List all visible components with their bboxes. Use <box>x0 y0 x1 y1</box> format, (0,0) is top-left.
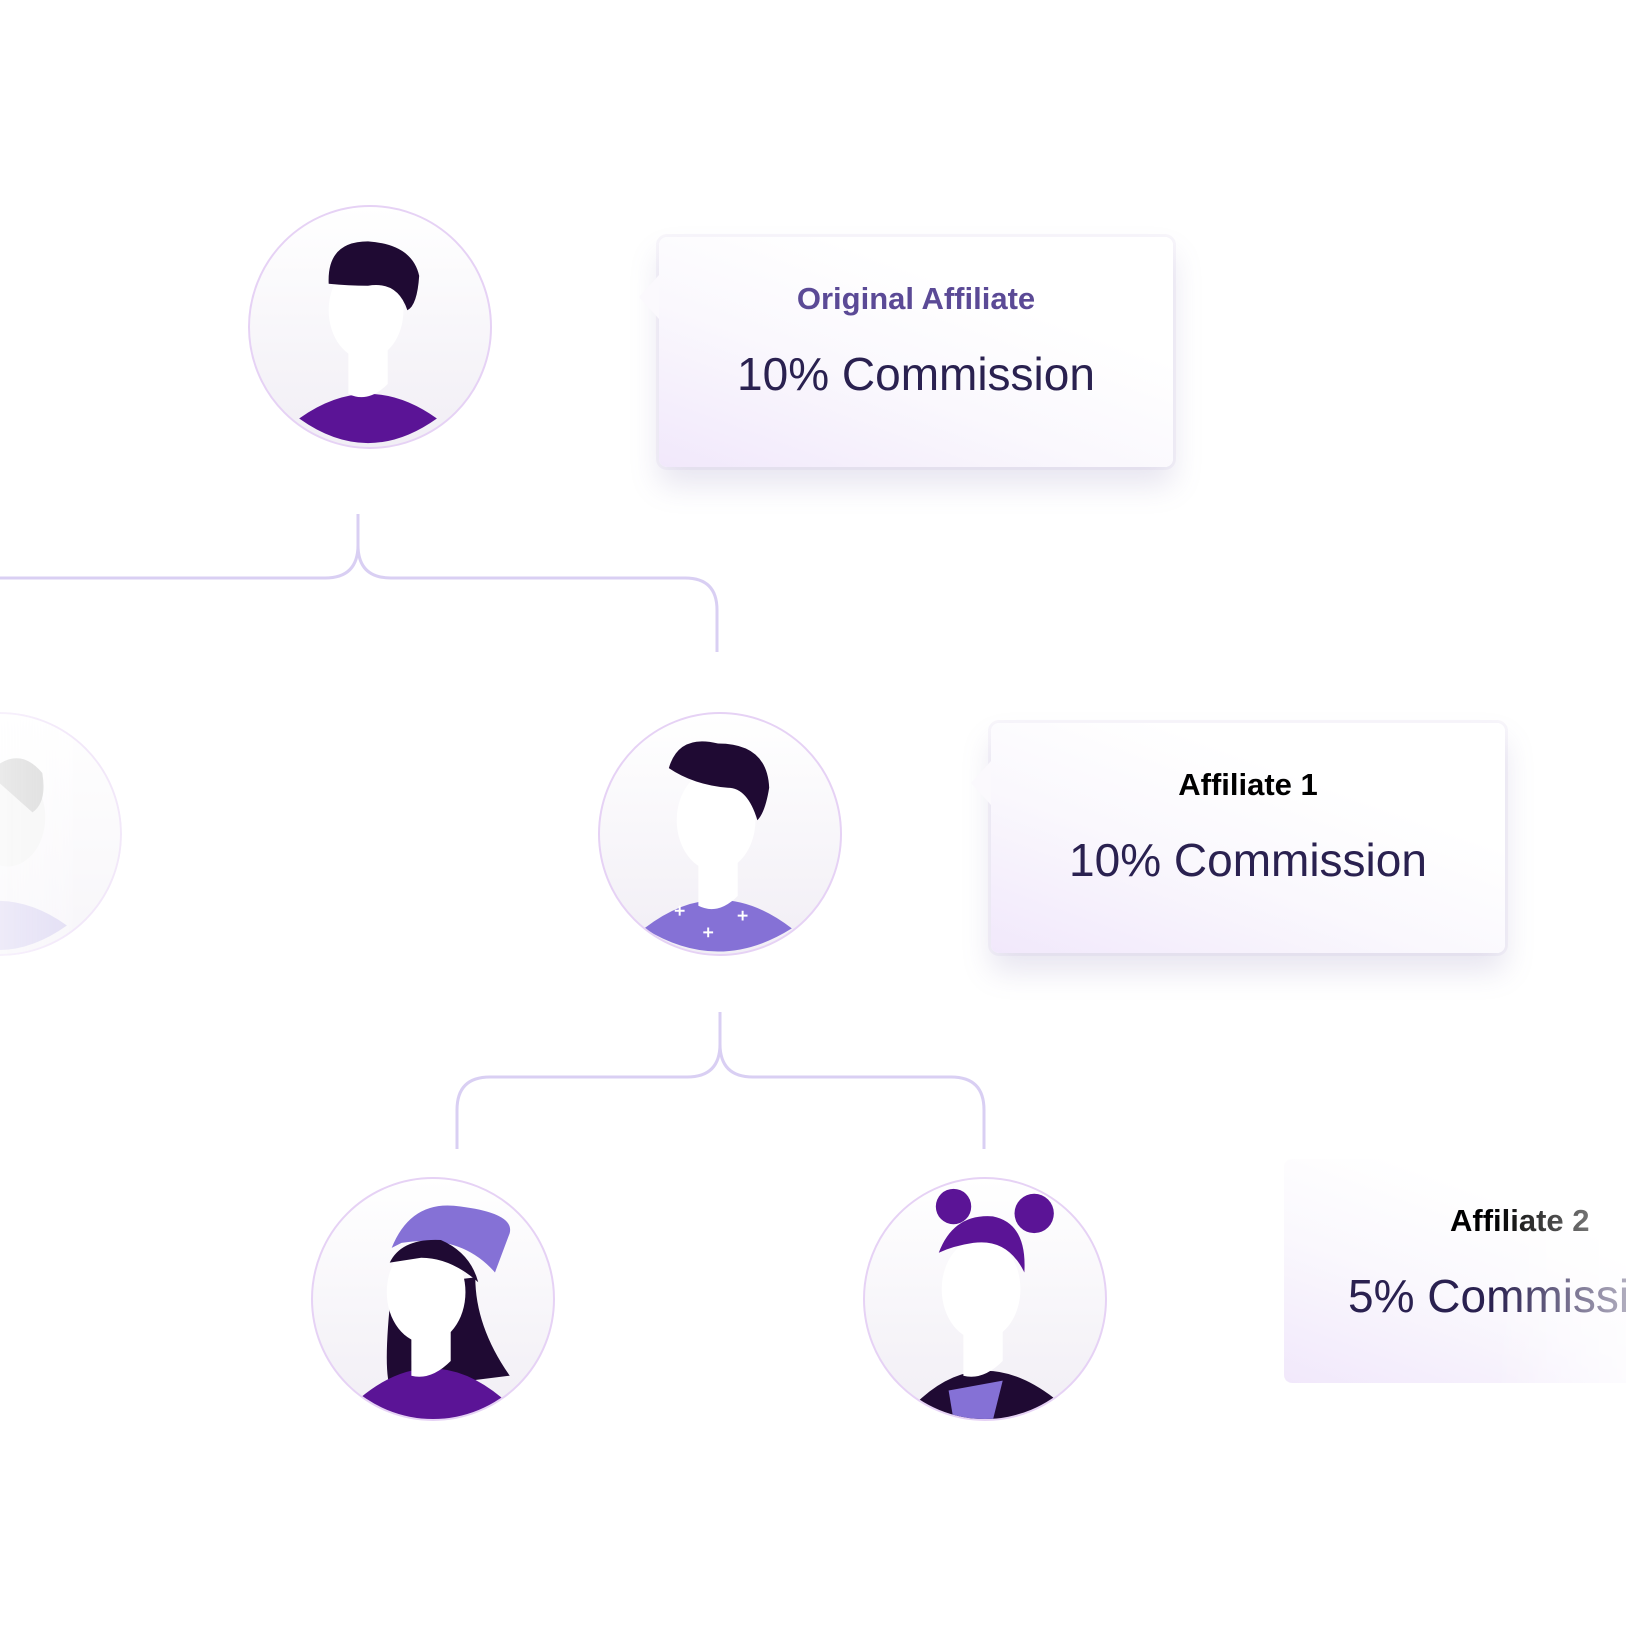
avatar-affiliate-2b <box>863 1177 1107 1421</box>
connector-level2 <box>455 1012 986 1149</box>
commission-value: 5% Commission <box>1348 1270 1626 1322</box>
connector-root <box>0 514 719 652</box>
avatar-original-affiliate <box>248 205 492 449</box>
affiliate-card-2: Affiliate 2 5% Commission <box>1264 1159 1626 1383</box>
avatar-affiliate-2a <box>311 1177 555 1421</box>
affiliate-card-1: Affiliate 1 10% Commission <box>971 723 1505 953</box>
commission-value: 10% Commission <box>737 348 1095 400</box>
affiliate-title: Affiliate 1 <box>1178 767 1318 802</box>
affiliate-title: Original Affiliate <box>796 281 1036 316</box>
avatar-affiliate-1 <box>598 712 842 956</box>
affiliate-card-original: Original Affiliate 10% Commission <box>639 237 1173 467</box>
affiliate-title: Affiliate 2 <box>1450 1203 1590 1238</box>
commission-value: 10% Commission <box>1069 834 1427 886</box>
